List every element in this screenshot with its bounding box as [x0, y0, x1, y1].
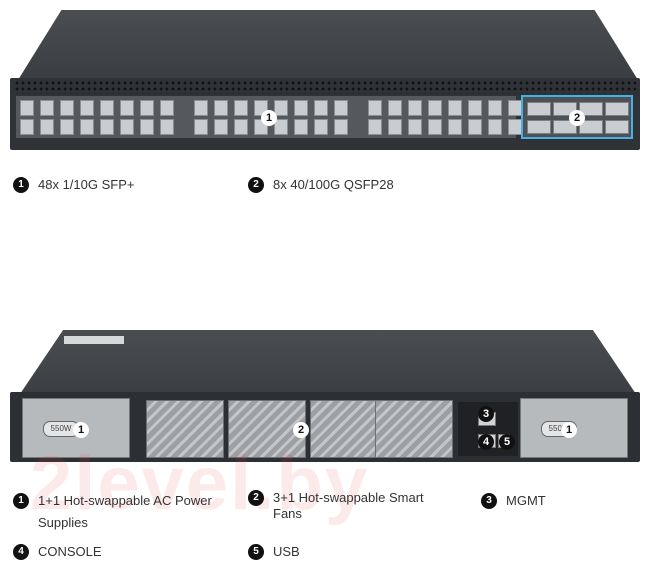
- sfp-port: [368, 100, 382, 116]
- rear-callout-4: 4: [478, 434, 494, 450]
- sfp-port: [508, 100, 522, 116]
- sfp-port: [234, 119, 248, 135]
- rear-callout-1-left: 1: [73, 422, 89, 438]
- legend-sfp: 1 48x 1/10G SFP+: [13, 174, 134, 196]
- sfp-port: [140, 100, 154, 116]
- legend-number: 1: [13, 493, 29, 509]
- legend-usb: 5 USB: [248, 541, 300, 563]
- sfp-port: [294, 100, 308, 116]
- qsfp-port: [605, 102, 629, 116]
- sfp-port: [20, 100, 34, 116]
- watermark: 2level.by: [30, 441, 370, 526]
- front-callout-2: 2: [569, 110, 585, 126]
- legend-number: 4: [13, 544, 29, 560]
- sfp-port: [140, 119, 154, 135]
- sfp-port: [448, 119, 462, 135]
- legend-label: 3+1 Hot-swappable Smart Fans: [273, 490, 424, 521]
- sfp-port: [408, 119, 422, 135]
- legend-number: 5: [248, 544, 264, 560]
- sfp-port: [60, 119, 74, 135]
- legend-power-supplies: 1 1+1 Hot-swappable AC Power Supplies: [13, 490, 213, 534]
- legend-number: 2: [248, 490, 264, 506]
- sfp-port: [214, 119, 228, 135]
- fan-module-1: [146, 400, 224, 458]
- qsfp-port: [579, 120, 603, 134]
- legend-label: USB: [273, 544, 300, 559]
- sfp-port: [448, 100, 462, 116]
- sfp-port: [428, 119, 442, 135]
- rear-sticker: [64, 336, 124, 344]
- sfp-port: [20, 119, 34, 135]
- sfp-port: [100, 119, 114, 135]
- sfp-port: [388, 100, 402, 116]
- sfp-port: [294, 119, 308, 135]
- sfp-port: [40, 100, 54, 116]
- sfp-port: [508, 119, 522, 135]
- sfp-port: [488, 100, 502, 116]
- sfp-port: [388, 119, 402, 135]
- legend-qsfp: 2 8x 40/100G QSFP28: [248, 174, 394, 196]
- sfp-port: [40, 119, 54, 135]
- sfp-port: [468, 100, 482, 116]
- sfp-port: [120, 119, 134, 135]
- qsfp-port: [605, 120, 629, 134]
- sfp-port: [80, 100, 94, 116]
- sfp-port: [314, 100, 328, 116]
- legend-fans: 2 3+1 Hot-swappable Smart Fans: [248, 490, 438, 522]
- rear-callout-1-right: 1: [561, 422, 577, 438]
- sfp-port: [80, 119, 94, 135]
- sfp-port: [468, 119, 482, 135]
- qsfp-port: [579, 102, 603, 116]
- sfp-port: [488, 119, 502, 135]
- qsfp-port: [527, 120, 551, 134]
- sfp-port: [60, 100, 74, 116]
- sfp-port: [408, 100, 422, 116]
- sfp-port: [120, 100, 134, 116]
- qsfp-port: [527, 102, 551, 116]
- legend-label: CONSOLE: [38, 544, 102, 559]
- front-callout-1: 1: [261, 110, 277, 126]
- legend-label: 48x 1/10G SFP+: [38, 177, 135, 192]
- legend-label: MGMT: [506, 493, 546, 508]
- qsfp-port-group: [521, 95, 633, 139]
- power-supply-right: 550W: [520, 398, 628, 458]
- sfp-port: [160, 100, 174, 116]
- legend-mgmt: 3 MGMT: [481, 490, 546, 512]
- sfp-port: [368, 119, 382, 135]
- sfp-port: [274, 119, 288, 135]
- legend-number: 2: [248, 177, 264, 193]
- sfp-port: [274, 100, 288, 116]
- rear-callout-2: 2: [293, 422, 309, 438]
- sfp-port: [428, 100, 442, 116]
- rear-callout-5: 5: [499, 434, 515, 450]
- front-chassis-top: [18, 10, 638, 80]
- sfp-port: [334, 119, 348, 135]
- fan-module-4: [375, 400, 453, 458]
- sfp-port: [160, 119, 174, 135]
- sfp-port-group: [16, 96, 522, 138]
- sfp-port: [194, 100, 208, 116]
- legend-label: 8x 40/100G QSFP28: [273, 177, 394, 192]
- front-vent: [14, 80, 636, 94]
- sfp-port: [234, 100, 248, 116]
- sfp-port: [214, 100, 228, 116]
- legend-label: 1+1 Hot-swappable AC Power Supplies: [38, 493, 212, 530]
- legend-console: 4 CONSOLE: [13, 541, 102, 563]
- sfp-port: [314, 119, 328, 135]
- sfp-port: [194, 119, 208, 135]
- legend-number: 1: [13, 177, 29, 193]
- legend-number: 3: [481, 493, 497, 509]
- rear-callout-3: 3: [478, 406, 494, 422]
- sfp-port: [334, 100, 348, 116]
- sfp-port: [100, 100, 114, 116]
